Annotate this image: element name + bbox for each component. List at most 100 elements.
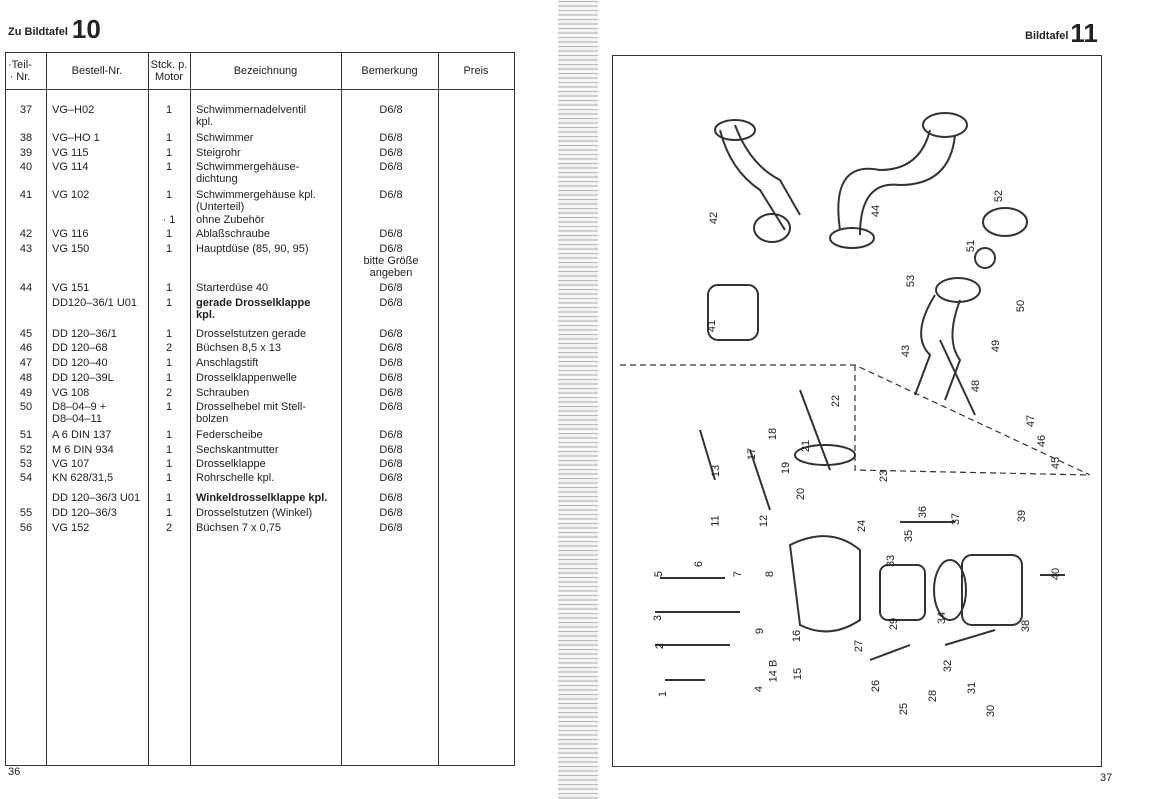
part-callout: 29 (888, 617, 901, 631)
header-divider (6, 89, 514, 90)
cell-bezeichnung: Schwimmergehäuse kpl. (Unterteil) (196, 189, 316, 213)
cell-bestell-nr: VG 115 (52, 147, 89, 159)
cell-bestell-nr: DD 120–40 (52, 357, 108, 369)
cell-bezeichnung: Drosselklappenwelle (196, 372, 297, 384)
title-number: 10 (71, 14, 101, 44)
cell-bemerkung: D6/8 (379, 228, 403, 240)
cell-bemerkung: D6/8 (379, 357, 403, 369)
float-bowl-38 (961, 554, 1023, 626)
cell-bemerkung: D6/8 (379, 104, 403, 116)
cell-stueck: 2 (165, 522, 173, 534)
cell-bemerkung: D6/8 (379, 401, 403, 413)
part-callout: 41 (706, 319, 719, 333)
exploded-diagram-frame (612, 55, 1102, 767)
cell-bemerkung: D6/8 (379, 147, 403, 159)
part-callout: 40 (1050, 567, 1063, 581)
cell-bestell-nr: DD 120–36/1 (52, 328, 117, 340)
cell-bemerkung: D6/8 (379, 132, 403, 144)
cell-bestell-nr: DD120–36/1 U01 (52, 297, 138, 309)
cell-bemerkung: D6/8 (379, 429, 403, 441)
header-teil-nr: ·Teil- · Nr. (8, 59, 32, 83)
part-callout: 44 (870, 204, 883, 218)
part-callout: 17 (746, 447, 759, 461)
cell-bestell-nr: DD 120–36/3 (52, 507, 117, 519)
cell-bezeichnung: Drosselstutzen (Winkel) (196, 507, 313, 519)
cell-bezeichnung: Büchsen 8,5 x 13 (196, 342, 282, 354)
header-bestell-nr: Bestell-Nr. (71, 65, 123, 77)
cell-bestell-nr: A 6 DIN 137 (52, 429, 112, 441)
cell-bezeichnung: Ablaßschraube (196, 228, 270, 240)
cell-bezeichnung: Schwimmernadelventil kpl. (196, 104, 307, 128)
part-callout: 53 (905, 274, 918, 288)
part-callout: 16 (791, 629, 804, 643)
part-callout: 14 B (767, 659, 780, 683)
part-callout: 31 (966, 681, 979, 695)
washer-51 (974, 247, 996, 269)
cell-bezeichnung: Federscheibe (196, 429, 263, 441)
part-callout: 11 (709, 515, 722, 527)
cell-stueck: 1 (165, 472, 173, 484)
header-bemerkung: Bemerkung (361, 65, 418, 77)
cell-stueck: 1 (165, 282, 173, 294)
part-callout: 36 (917, 505, 930, 519)
part-callout: 15 (792, 667, 805, 681)
cell-bestell-nr: VG 150 (52, 243, 90, 255)
float-33 (879, 564, 926, 621)
cell-bestell-nr: VG 114 (52, 161, 89, 173)
part-callout: 46 (1036, 434, 1049, 448)
cell-bezeichnung: Schwimmer (196, 132, 254, 144)
part-callout: 3 (652, 614, 665, 622)
header-preis: Preis (463, 65, 489, 77)
cell-teil-nr: 43 (19, 243, 33, 255)
cell-bemerkung: D6/8 (379, 387, 403, 399)
cell-teil-nr: 38 (19, 132, 33, 144)
part-callout: 25 (898, 702, 911, 716)
column-divider (438, 53, 439, 765)
cell-bezeichnung: Rohrschelle kpl. (196, 472, 275, 484)
column-divider (341, 53, 342, 765)
cell-stueck: · 1 (162, 214, 176, 226)
part-callout: 13 (710, 464, 723, 478)
cell-teil-nr: 49 (19, 387, 33, 399)
cell-bemerkung: D6/8 (379, 342, 403, 354)
column-divider (190, 53, 191, 765)
cell-stueck: 1 (165, 161, 173, 173)
page-number-left: 36 (8, 766, 21, 778)
part-callout: 52 (993, 189, 1006, 203)
cell-teil-nr: 47 (19, 357, 33, 369)
part-callout: 30 (985, 704, 998, 718)
cell-bestell-nr: M 6 DIN 934 (52, 444, 114, 456)
cell-teil-nr: 41 (19, 189, 33, 201)
part-callout: 43 (900, 344, 913, 358)
cell-teil-nr: 53 (19, 458, 33, 470)
cell-bezeichnung: Anschlagstift (196, 357, 259, 369)
column-divider (46, 53, 47, 765)
cell-bezeichnung: Steigrohr (196, 147, 241, 159)
cell-bezeichnung: Drosselklappe (196, 458, 266, 470)
cell-bemerkung: D6/8 bitte Größe angeben (363, 243, 419, 279)
cell-bemerkung: D6/8 (379, 189, 403, 201)
intake-elbow-43 (914, 294, 962, 401)
cell-teil-nr: 54 (19, 472, 33, 484)
parts-table: ·Teil- · Nr. Bestell-Nr. Stck. p. Motor … (5, 52, 515, 766)
plate-title-right: Bildtafel11 (1025, 18, 1098, 49)
part-callout: 48 (970, 379, 983, 393)
header-bezeichnung: Bezeichnung (233, 65, 298, 77)
cell-bestell-nr: VG 102 (52, 189, 90, 201)
cell-stueck: 1 (165, 444, 173, 456)
cell-bemerkung: D6/8 (379, 492, 403, 504)
part-callout: 32 (942, 659, 955, 673)
part-callout: 51 (965, 239, 978, 253)
part-callout: 19 (780, 461, 793, 475)
cell-bezeichnung: Schrauben (196, 387, 250, 399)
cell-bezeichnung: gerade Drosselklappe kpl. (196, 297, 311, 321)
cell-teil-nr: 40 (19, 161, 33, 173)
cell-stueck: 1 (165, 401, 173, 413)
cell-stueck: 1 (165, 328, 173, 340)
cell-stueck: 1 (165, 507, 173, 519)
part-callout: 38 (1020, 619, 1033, 633)
cell-bezeichnung: Starterdüse 40 (196, 282, 269, 294)
part-callout: 49 (990, 339, 1003, 353)
